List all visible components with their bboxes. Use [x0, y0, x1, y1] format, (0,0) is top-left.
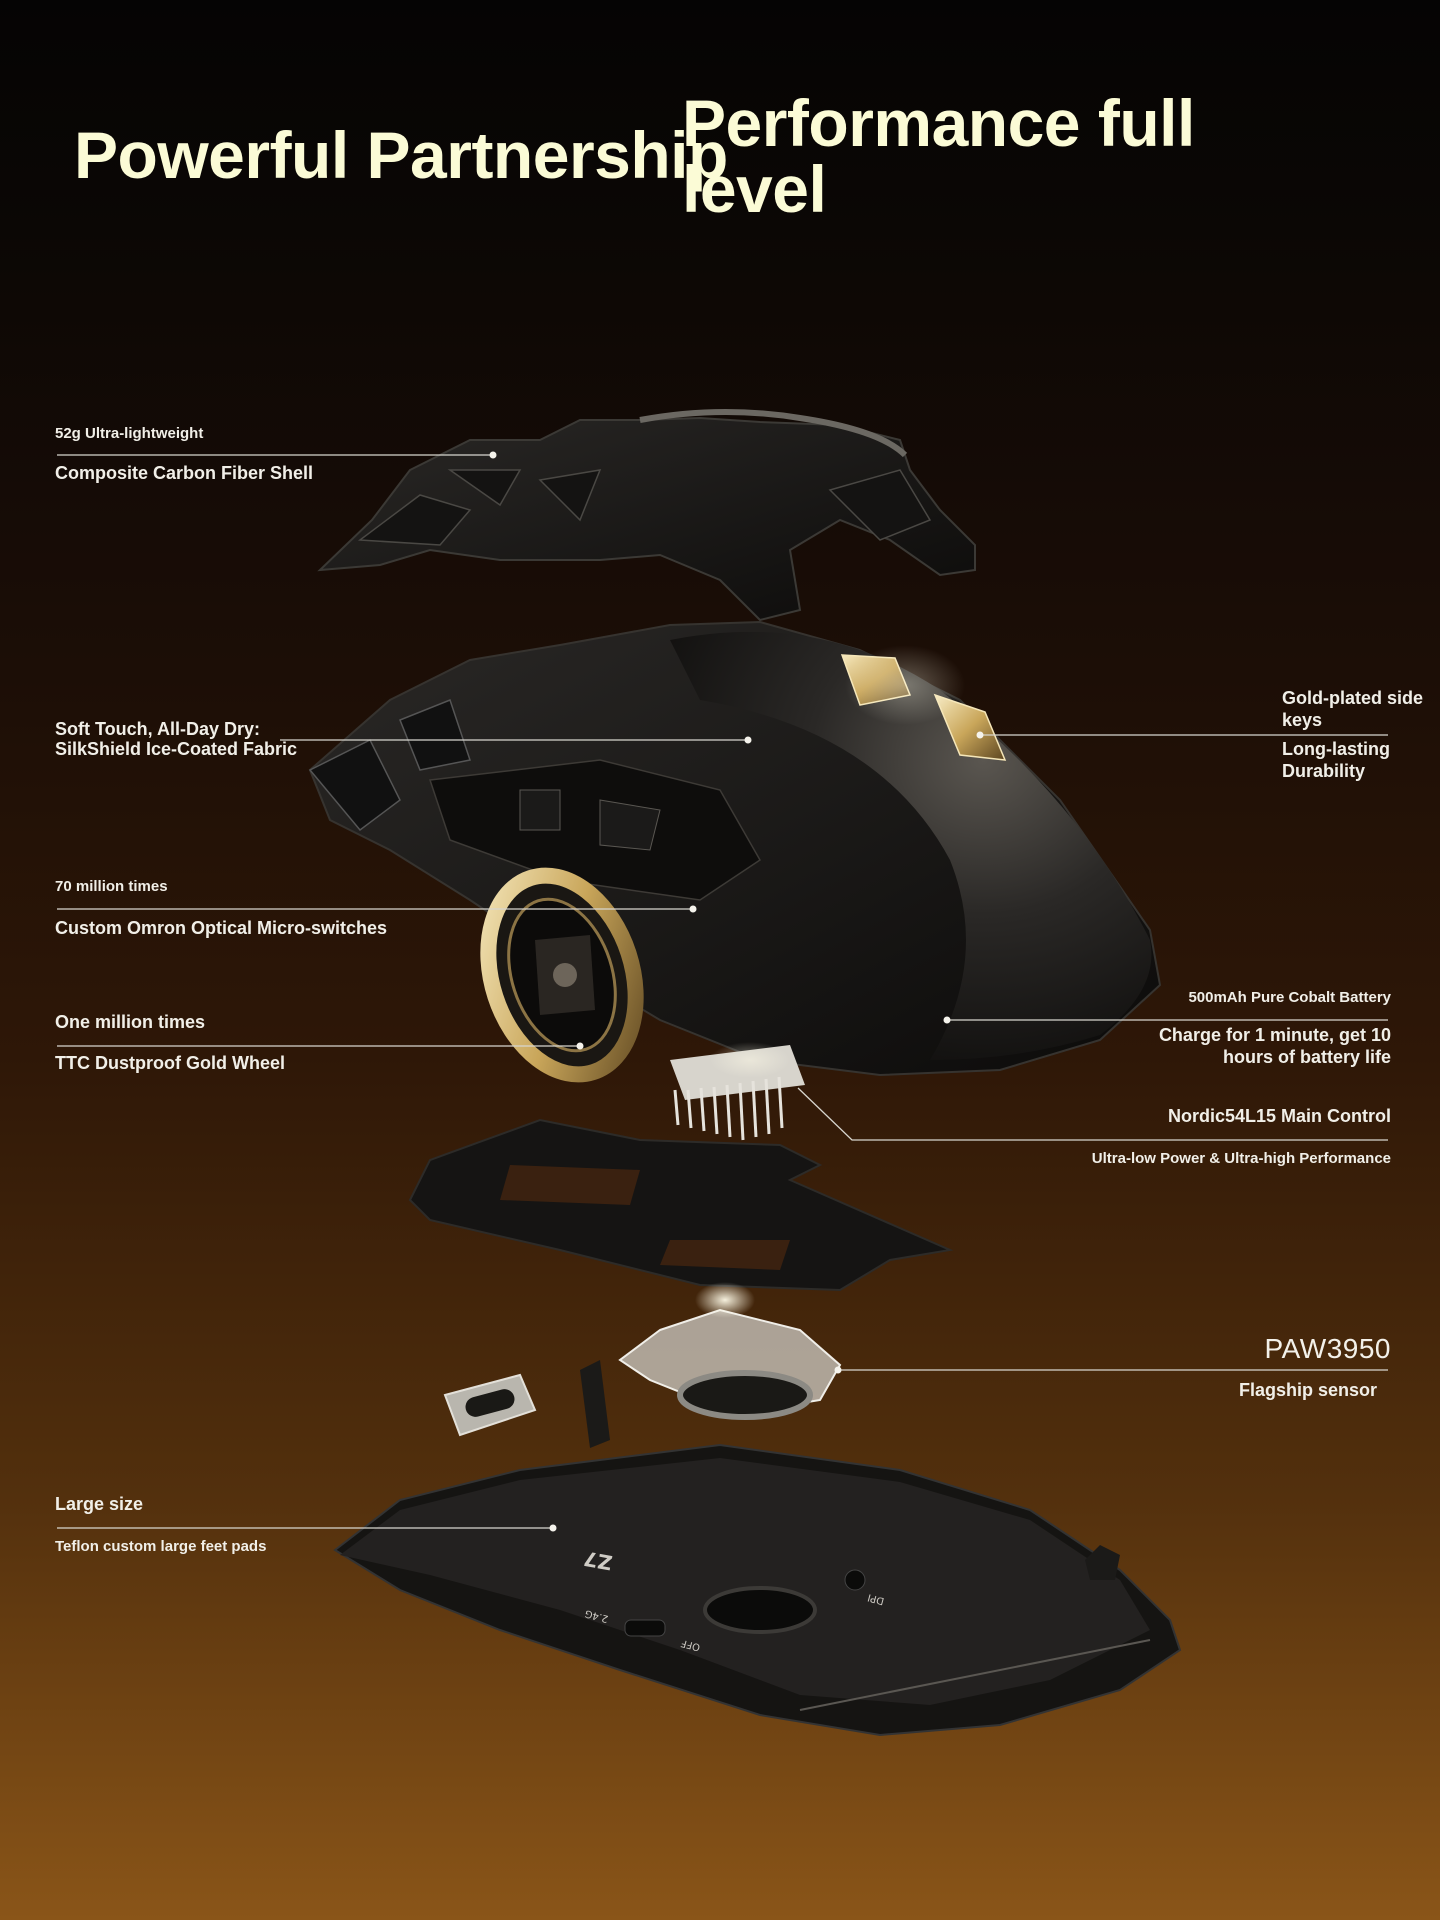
headline-right: Performance full level	[682, 86, 1195, 226]
callout-wheel-type: TTC Dustproof Gold Wheel	[55, 1053, 285, 1073]
base-markings: Z7 2.4G OFF DPI	[582, 1546, 886, 1652]
callout-shell-material: Composite Carbon Fiber Shell	[55, 463, 314, 483]
headline-left: Powerful Partnership	[74, 118, 728, 192]
callout-sensor-grade: Flagship sensor	[1238, 1380, 1377, 1400]
callout-side-keys: Gold-plated side keys	[1282, 688, 1424, 730]
top-shell-frame	[317, 408, 976, 622]
usb-c-port	[443, 1360, 610, 1448]
callout-main-control: Nordic54L15 Main Control	[1167, 1106, 1391, 1126]
logo-mark: Z7	[582, 1546, 614, 1575]
callout-sensor-model: PAW3950	[1264, 1333, 1391, 1364]
callout-side-keys-durability: Long-lasting Durability	[1282, 739, 1390, 781]
bottom-base	[333, 1443, 1182, 1737]
callout-fabric-line1: Soft Touch, All-Day Dry:	[55, 719, 261, 739]
callout-weight-value: 52g Ultra-lightweight	[55, 425, 204, 442]
callout-battery-charging: Charge for 1 minute, get 10 hours of bat…	[1158, 1025, 1391, 1067]
callout-feet-size: Large size	[55, 1494, 144, 1514]
callout-battery-capacity: 500mAh Pure Cobalt Battery	[1188, 989, 1391, 1006]
optical-sensor	[618, 1282, 842, 1420]
scroll-wheel	[480, 867, 644, 1083]
callout-fabric-line2: SilkShield Ice-Coated Fabric	[55, 739, 298, 759]
main-shell	[308, 620, 1162, 1077]
metal-plate	[408, 1118, 954, 1292]
callout-switch-lifespan: 70 million times	[55, 878, 168, 895]
callout-wheel-lifespan: One million times	[55, 1012, 206, 1032]
leader-lines	[57, 454, 1388, 1529]
leader-dots	[489, 451, 984, 1532]
mode-label-right: DPI	[867, 1591, 886, 1606]
callout-switch-type: Custom Omron Optical Micro-switches	[55, 918, 388, 938]
mode-label-off: OFF	[680, 1637, 702, 1653]
callout-main-control-performance: Ultra-low Power & Ultra-high Performance	[1091, 1150, 1391, 1167]
callout-feet-material: Teflon custom large feet pads	[55, 1538, 267, 1555]
main-control-chip	[670, 1042, 805, 1141]
